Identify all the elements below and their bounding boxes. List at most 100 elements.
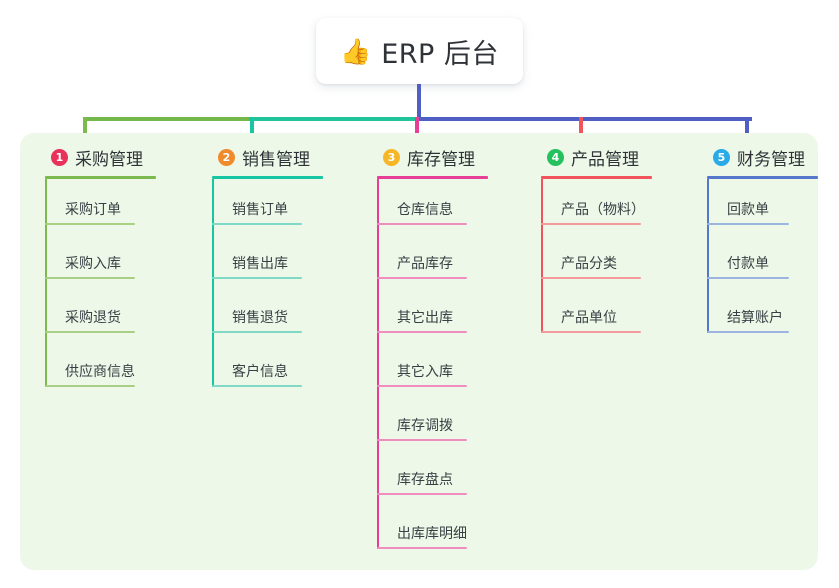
branch-items-finance: 回款单付款单结算账户	[697, 179, 818, 341]
leaf-item[interactable]: 销售退货	[202, 287, 323, 341]
leaf-item[interactable]: 采购入库	[35, 233, 156, 287]
leaf-item-label: 销售退货	[232, 310, 288, 326]
branch-column-product: 4 产品管理产品（物料） 产品分类产品单位	[531, 145, 652, 341]
leaf-item-label: 出库库明细	[397, 526, 467, 542]
branch-rule-purchase	[45, 176, 156, 179]
leaf-item-rule	[45, 277, 135, 279]
leaf-item-label: 产品单位	[561, 310, 617, 326]
leaf-item[interactable]: 出库库明细	[367, 503, 488, 557]
branch-badge-purchase: 1	[51, 148, 68, 166]
branch-title-finance: 财务管理	[737, 149, 805, 170]
branch-rule-finance	[707, 176, 818, 179]
leaf-item-rule	[377, 439, 467, 441]
branches-panel	[20, 133, 818, 570]
root-node-card[interactable]: 👍 ERP 后台	[316, 18, 523, 84]
branch-items-inventory: 仓库信息产品库存其它出库其它入库库存调拨库存盘点出库库明细	[367, 179, 488, 557]
branch-items-product: 产品（物料） 产品分类产品单位	[531, 179, 652, 341]
connector-drop-inventory	[415, 117, 419, 145]
branch-title-product: 产品管理	[571, 149, 639, 170]
leaf-item[interactable]: 付款单	[697, 233, 818, 287]
leaf-item-label: 销售出库	[232, 256, 288, 272]
leaf-item-rule	[212, 385, 302, 387]
connector-trunk	[417, 84, 421, 121]
leaf-item-rule	[45, 223, 135, 225]
leaf-item[interactable]: 产品单位	[531, 287, 652, 341]
branch-title-inventory: 库存管理	[407, 149, 475, 170]
leaf-item-label: 产品库存	[397, 256, 453, 272]
connector-drop-finance	[745, 117, 749, 145]
branch-spine-inventory	[377, 179, 379, 549]
branch-column-inventory: 3 库存管理仓库信息产品库存其它出库其它入库库存调拨库存盘点出库库明细	[367, 145, 488, 557]
branch-rule-sales	[212, 176, 323, 179]
branch-header-product[interactable]: 4 产品管理	[531, 145, 652, 170]
connector-bus-segment-blue	[419, 117, 752, 121]
leaf-item[interactable]: 产品分类	[531, 233, 652, 287]
leaf-item-label: 销售订单	[232, 202, 288, 218]
leaf-item[interactable]: 库存调拨	[367, 395, 488, 449]
leaf-item[interactable]: 库存盘点	[367, 449, 488, 503]
leaf-item[interactable]: 产品（物料）	[531, 179, 652, 233]
leaf-item-rule	[377, 385, 467, 387]
branch-spine-product	[541, 179, 543, 333]
leaf-item-label: 付款单	[727, 256, 769, 272]
branch-column-finance: 5 财务管理回款单付款单结算账户	[697, 145, 818, 341]
branch-badge-product: 4	[547, 148, 564, 166]
leaf-item[interactable]: 供应商信息	[35, 341, 156, 395]
thumbs-up-icon: 👍	[340, 36, 372, 66]
connector-bus-segment-green	[83, 117, 249, 121]
connector-drop-purchase	[83, 117, 87, 145]
root-node-title: ERP 后台	[381, 38, 499, 70]
leaf-item-label: 供应商信息	[65, 364, 135, 380]
branch-title-purchase: 采购管理	[75, 149, 143, 170]
leaf-item-label: 库存调拨	[397, 418, 453, 434]
leaf-item[interactable]: 产品库存	[367, 233, 488, 287]
leaf-item[interactable]: 采购订单	[35, 179, 156, 233]
leaf-item-label: 产品（物料）	[561, 202, 645, 218]
leaf-item-rule	[541, 331, 641, 333]
leaf-item-label: 回款单	[727, 202, 769, 218]
leaf-item-label: 采购退货	[65, 310, 121, 326]
leaf-item-rule	[707, 331, 789, 333]
leaf-item-rule	[45, 331, 135, 333]
leaf-item-rule	[377, 547, 467, 549]
leaf-item-label: 库存盘点	[397, 472, 453, 488]
leaf-item[interactable]: 仓库信息	[367, 179, 488, 233]
leaf-item-rule	[212, 277, 302, 279]
branch-items-purchase: 采购订单采购入库采购退货供应商信息	[35, 179, 156, 395]
leaf-item-label: 其它出库	[397, 310, 453, 326]
branch-header-purchase[interactable]: 1 采购管理	[35, 145, 156, 170]
branch-column-purchase: 1 采购管理采购订单采购入库采购退货供应商信息	[35, 145, 156, 395]
leaf-item-label: 其它入库	[397, 364, 453, 380]
branch-badge-inventory: 3	[383, 148, 400, 166]
connector-bus-segment-teal	[249, 117, 419, 121]
leaf-item-rule	[377, 277, 467, 279]
leaf-item-label: 采购入库	[65, 256, 121, 272]
leaf-item[interactable]: 结算账户	[697, 287, 818, 341]
branch-header-inventory[interactable]: 3 库存管理	[367, 145, 488, 170]
leaf-item[interactable]: 客户信息	[202, 341, 323, 395]
leaf-item-rule	[377, 223, 467, 225]
leaf-item-rule	[377, 493, 467, 495]
leaf-item-rule	[377, 331, 467, 333]
connector-drop-product	[579, 117, 583, 145]
connector-drop-sales	[250, 117, 254, 145]
leaf-item-label: 结算账户	[727, 310, 783, 326]
leaf-item-rule	[212, 331, 302, 333]
branch-header-finance[interactable]: 5 财务管理	[697, 145, 818, 170]
leaf-item-label: 仓库信息	[397, 202, 453, 218]
leaf-item[interactable]: 其它出库	[367, 287, 488, 341]
leaf-item-label: 客户信息	[232, 364, 288, 380]
leaf-item-rule	[707, 277, 789, 279]
leaf-item[interactable]: 销售出库	[202, 233, 323, 287]
leaf-item-rule	[45, 385, 135, 387]
leaf-item-rule	[541, 223, 641, 225]
leaf-item-label: 采购订单	[65, 202, 121, 218]
branch-badge-finance: 5	[713, 148, 730, 166]
leaf-item[interactable]: 销售订单	[202, 179, 323, 233]
leaf-item[interactable]: 其它入库	[367, 341, 488, 395]
branch-spine-sales	[212, 179, 214, 387]
leaf-item[interactable]: 采购退货	[35, 287, 156, 341]
leaf-item[interactable]: 回款单	[697, 179, 818, 233]
